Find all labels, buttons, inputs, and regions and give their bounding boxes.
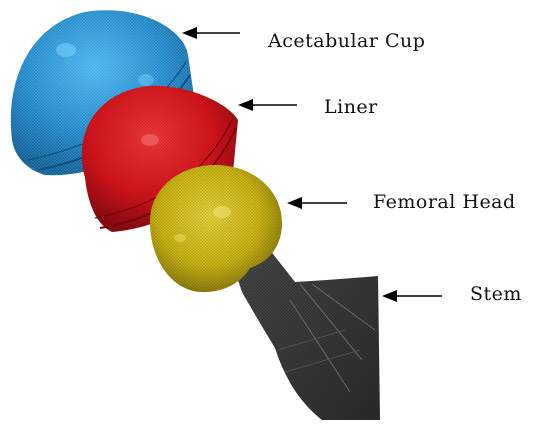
femoral-head bbox=[150, 165, 283, 293]
arrow-head bbox=[287, 197, 347, 209]
label-acetabular-cup: Acetabular Cup bbox=[268, 30, 426, 52]
femoral-stem bbox=[232, 240, 380, 420]
arrow-cup bbox=[182, 27, 240, 39]
arrow-liner bbox=[238, 99, 297, 111]
arrow-stem bbox=[382, 290, 442, 302]
label-femoral-head: Femoral Head bbox=[373, 191, 516, 213]
label-liner: Liner bbox=[324, 96, 378, 118]
label-stem: Stem bbox=[470, 283, 522, 305]
